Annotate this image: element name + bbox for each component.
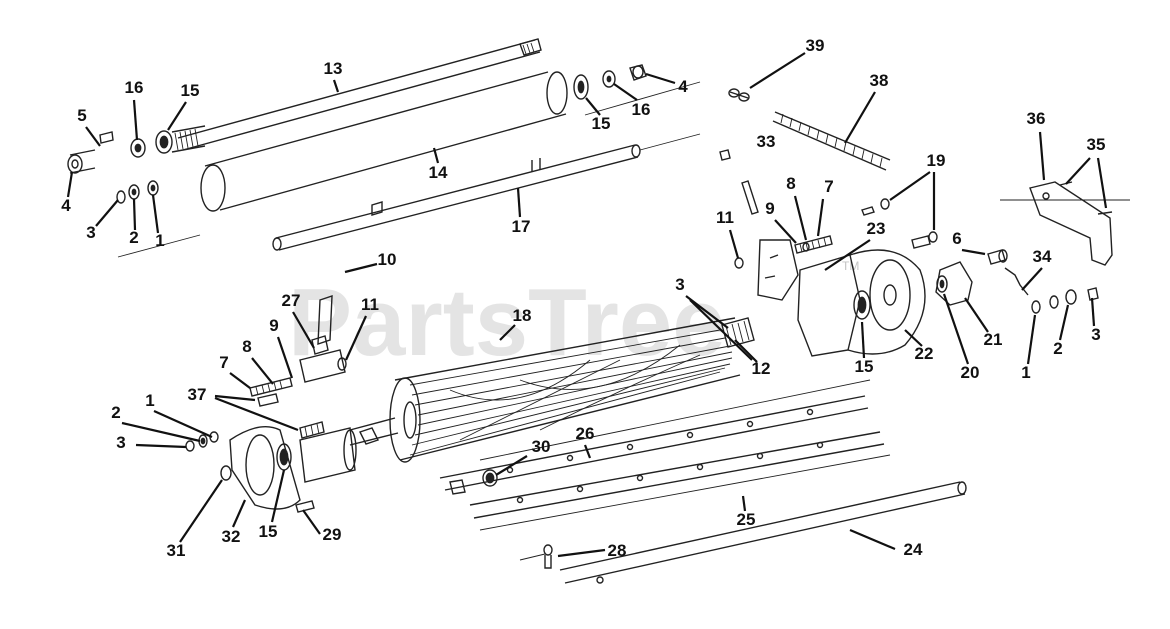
callout-c17: 17 <box>512 217 531 236</box>
callout-c3c: 3 <box>1091 325 1100 344</box>
callout-c15b: 15 <box>592 114 611 133</box>
callout-c21: 21 <box>984 330 1003 349</box>
callout-c32: 32 <box>222 527 241 546</box>
callout-c19: 19 <box>927 151 946 170</box>
bar-26 <box>439 379 871 495</box>
callout-c23: 23 <box>867 219 886 238</box>
callout-c15a: 15 <box>181 81 200 100</box>
bar-25 <box>469 431 891 531</box>
right-drive-assembly <box>734 198 1099 357</box>
callout-c5: 5 <box>77 106 86 125</box>
callout-c26: 26 <box>576 424 595 443</box>
callout-c20: 20 <box>961 363 980 382</box>
leader-lines <box>66 52 1108 558</box>
left-lower-hub <box>185 426 357 513</box>
callout-c39: 39 <box>806 36 825 55</box>
nut-30 <box>482 469 498 487</box>
callout-c34: 34 <box>1033 247 1052 266</box>
tube-14 <box>117 71 701 258</box>
callout-c2b: 2 <box>1053 339 1062 358</box>
callout-c2a: 2 <box>129 228 138 247</box>
callout-c6: 6 <box>952 229 961 248</box>
callout-c4b: 4 <box>678 77 688 96</box>
callout-c3d: 3 <box>116 433 125 452</box>
callout-c22: 22 <box>915 344 934 363</box>
callout-c11a: 11 <box>716 208 734 227</box>
callout-c13a: 13 <box>324 59 343 78</box>
callout-c9b: 9 <box>269 316 278 335</box>
callout-c30: 30 <box>532 437 551 456</box>
bracket-36 <box>1000 181 1130 266</box>
screw-28 <box>543 544 553 569</box>
callout-c1c: 1 <box>145 391 154 410</box>
callout-c36: 36 <box>1027 109 1046 128</box>
part-33 <box>719 149 759 215</box>
watermark-logo: PartsTree <box>288 269 726 376</box>
callout-c38: 38 <box>870 71 889 90</box>
callout-c8a: 8 <box>786 174 795 193</box>
callout-c25: 25 <box>737 510 756 529</box>
callout-c4a: 4 <box>61 196 71 215</box>
right-upper-bearings <box>573 64 647 100</box>
callout-c24: 24 <box>904 540 923 559</box>
callout-c8b: 8 <box>242 337 251 356</box>
callout-c11b: 11 <box>361 295 379 314</box>
callout-c12: 12 <box>752 359 771 378</box>
bar-24 <box>519 481 967 584</box>
callout-c16b: 16 <box>632 100 651 119</box>
callout-c35: 35 <box>1087 135 1106 154</box>
callout-c9a: 9 <box>765 199 774 218</box>
callout-c29: 29 <box>323 525 342 544</box>
chain-link-39 <box>728 88 750 102</box>
callout-c1a: 1 <box>155 231 164 250</box>
callout-c2c: 2 <box>111 403 120 422</box>
callout-c31: 31 <box>167 541 186 560</box>
callout-c27: 27 <box>282 291 301 310</box>
callout-c28: 28 <box>608 541 627 560</box>
rod-17 <box>272 133 701 251</box>
callout-c10: 10 <box>378 250 397 269</box>
callout-c1b: 1 <box>1021 363 1030 382</box>
callout-c14: 14 <box>429 163 448 182</box>
callout-c7a: 7 <box>824 177 833 196</box>
callout-c7b: 7 <box>219 353 228 372</box>
callout-c37: 37 <box>188 385 207 404</box>
callout-c16a: 16 <box>125 78 144 97</box>
callout-c3a: 3 <box>86 223 95 242</box>
shaft-13 <box>177 38 542 151</box>
callout-c18: 18 <box>513 306 532 325</box>
callout-c15c: 15 <box>855 357 874 376</box>
watermark-trademark: TM <box>842 259 859 273</box>
left-drive-assembly <box>249 295 347 439</box>
callout-c15d: 15 <box>259 522 278 541</box>
chain-38 <box>772 111 891 171</box>
callout-c3b: 3 <box>675 275 684 294</box>
reel-18 <box>349 317 755 463</box>
callout-c33: 33 <box>757 132 776 151</box>
